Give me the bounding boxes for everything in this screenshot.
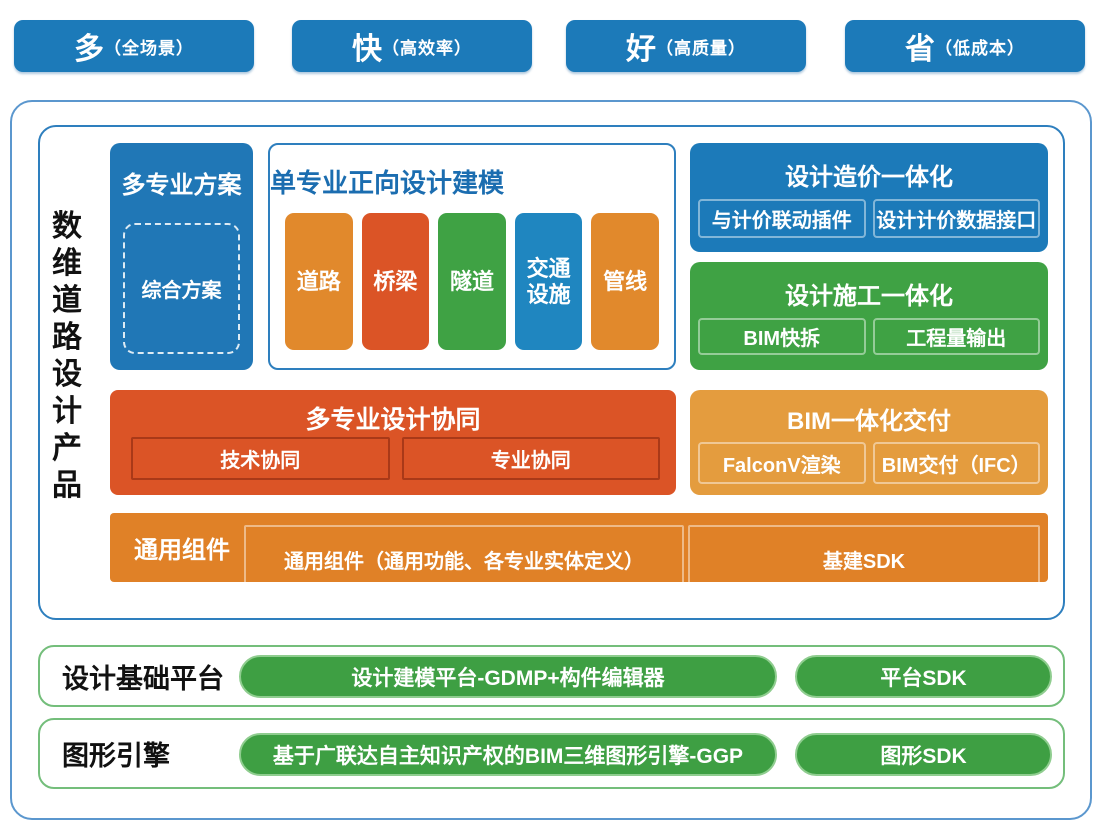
badge-good-quality: 好 （高质量） <box>566 20 806 72</box>
row-label: 设计基础平台 <box>62 663 224 694</box>
subcell-technical-collaboration: 技术协同 <box>131 437 390 480</box>
block-title: 单专业正向设计建模 <box>270 168 505 198</box>
product-vertical-title: 数维道路设计产品 <box>52 210 82 502</box>
block-design-cost-integration: 设计造价一体化 与计价联动插件 设计计价数据接口 <box>690 143 1048 252</box>
modeling-items: 道路 桥梁 隧道 交通设施 管线 <box>285 213 659 350</box>
block-design-collaboration: 多专业设计协同 技术协同 专业协同 <box>110 390 676 495</box>
block-design-construction-integration: 设计施工一体化 BIM快拆 工程量输出 <box>690 262 1048 370</box>
badge-note: （低成本） <box>935 38 1025 58</box>
block-bim-delivery: BIM一体化交付 FalconV渲染 BIM交付（IFC） <box>690 390 1048 495</box>
subrow: 技术协同 专业协同 <box>131 437 660 480</box>
modeling-item-pipeline: 管线 <box>591 213 659 350</box>
badge-note: （全场景） <box>104 38 194 58</box>
modeling-item-bridge: 桥梁 <box>361 213 430 350</box>
block-multi-scheme: 多专业方案 综合方案 <box>110 143 253 370</box>
subcell-pricing-plugin: 与计价联动插件 <box>698 199 866 238</box>
subcell-falconv-render: FalconV渲染 <box>698 442 866 484</box>
subrow: 与计价联动插件 设计计价数据接口 <box>698 199 1040 238</box>
block-common-components: 通用组件 通用组件（通用功能、各专业实体定义） 基建SDK <box>110 513 1048 594</box>
badge-save-cost: 省 （低成本） <box>845 20 1085 72</box>
pill-gdmp-platform: 设计建模平台-GDMP+构件编辑器 <box>239 655 777 698</box>
badge-big-char: 快 <box>352 33 382 66</box>
badge-fast-efficiency: 快 （高效率） <box>292 20 532 72</box>
subcell-infrastructure-sdk: 基建SDK <box>688 525 1040 594</box>
subrow: BIM快拆 工程量输出 <box>698 318 1040 355</box>
row-design-base-platform: 设计基础平台 设计建模平台-GDMP+构件编辑器 平台SDK <box>38 645 1065 707</box>
badge-big-char: 多 <box>74 33 104 66</box>
subcell-common-functions: 通用组件（通用功能、各专业实体定义） <box>244 525 684 594</box>
modeling-item-traffic-facility: 交通设施 <box>514 213 583 350</box>
badge-big-char: 好 <box>626 33 656 66</box>
subrow: FalconV渲染 BIM交付（IFC） <box>698 442 1040 484</box>
common-components-label: 通用组件 <box>134 537 230 564</box>
modeling-item-road: 道路 <box>285 213 353 350</box>
pill-platform-sdk: 平台SDK <box>795 655 1052 698</box>
badge-note: （高效率） <box>382 38 472 58</box>
modeling-item-tunnel: 隧道 <box>438 213 506 350</box>
row-graphics-engine: 图形引擎 基于广联达自主知识产权的BIM三维图形引擎-GGP 图形SDK <box>38 718 1065 789</box>
subcell-quantity-output: 工程量输出 <box>872 318 1040 355</box>
block-title: 设计施工一体化 <box>785 283 953 310</box>
subcell-bim-quick-split: BIM快拆 <box>698 318 866 355</box>
block-title: 设计造价一体化 <box>785 164 953 191</box>
block-single-modeling: 单专业正向设计建模 道路 桥梁 隧道 交通设施 管线 <box>268 143 676 370</box>
block-title: 多专业方案 <box>121 172 242 199</box>
row-label: 图形引擎 <box>62 741 170 771</box>
badge-big-char: 省 <box>905 33 935 66</box>
subcell-bim-delivery-ifc: BIM交付（IFC） <box>872 442 1040 484</box>
pill-ggp-engine: 基于广联达自主知识产权的BIM三维图形引擎-GGP <box>239 733 777 776</box>
comprehensive-scheme-box: 综合方案 <box>123 223 240 354</box>
subcell-discipline-collaboration: 专业协同 <box>401 437 660 480</box>
block-title: 多专业设计协同 <box>305 406 481 434</box>
badge-note: （高质量） <box>656 38 746 58</box>
pill-graphics-sdk: 图形SDK <box>795 733 1052 776</box>
subcell-pricing-data-api: 设计计价数据接口 <box>872 199 1040 238</box>
badge-more-scenarios: 多 （全场景） <box>14 20 254 72</box>
block-title: BIM一体化交付 <box>787 408 951 435</box>
